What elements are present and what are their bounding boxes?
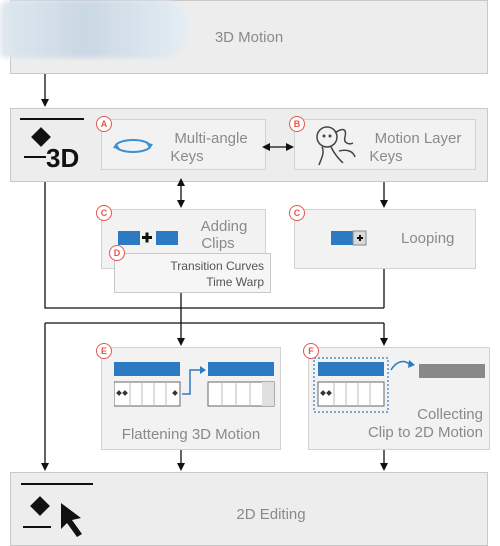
motion-3d-icon: 3D (18, 116, 88, 176)
flattening-node: Flattening 3D Motion (101, 347, 281, 450)
badge-a: A (96, 116, 112, 132)
collect-clip-icon (313, 356, 489, 421)
transition-label-1: Transition Curves (170, 259, 264, 273)
badge-e: E (96, 343, 112, 359)
collecting-label-2: Clip to 2D Motion (367, 424, 483, 441)
collecting-label-1: Collecting (417, 406, 483, 423)
adding-label-1: Adding (200, 218, 248, 235)
adding-label-2: Clips (201, 235, 235, 252)
rotate-arrows-icon (112, 133, 154, 164)
badge-d: D (109, 245, 125, 261)
loop-clip-icon (331, 230, 367, 251)
badge-f: F (303, 343, 319, 359)
logo-3d-text: 3D (46, 143, 80, 173)
line-3d-to-main (44, 182, 384, 309)
badge-b: B (289, 116, 305, 132)
looping-label: Looping (401, 230, 455, 247)
badge-c-adding: C (96, 205, 112, 221)
editing-2d-icon (19, 481, 99, 544)
motion-layer-keys-node: Motion Layer Keys (294, 119, 476, 170)
flattening-label: Flattening 3D Motion (121, 426, 261, 443)
multi-angle-label-1: Multi-angle (174, 130, 248, 147)
editing-2d-box: 2D Editing (10, 472, 488, 546)
blurred-region (0, 0, 190, 58)
transition-node: Transition Curves Time Warp (114, 253, 271, 293)
editing-2d-title: 2D Editing (236, 506, 306, 523)
motion-layer-label-1: Motion Layer (374, 130, 462, 147)
flatten-clips-icon (113, 362, 276, 413)
looping-node: Looping (294, 209, 476, 269)
motion-layer-label-2: Keys (369, 148, 403, 165)
clip-plus-clip-icon (118, 230, 180, 253)
multi-angle-label-2: Keys (170, 148, 204, 165)
character-icon (313, 123, 359, 172)
collecting-node: Collecting Clip to 2D Motion (308, 347, 490, 450)
badge-c-looping: C (289, 205, 305, 221)
multi-angle-keys-node: Multi-angle Keys (101, 119, 266, 170)
motion-3d-title: 3D Motion (214, 29, 284, 46)
transition-label-2: Time Warp (206, 275, 264, 289)
